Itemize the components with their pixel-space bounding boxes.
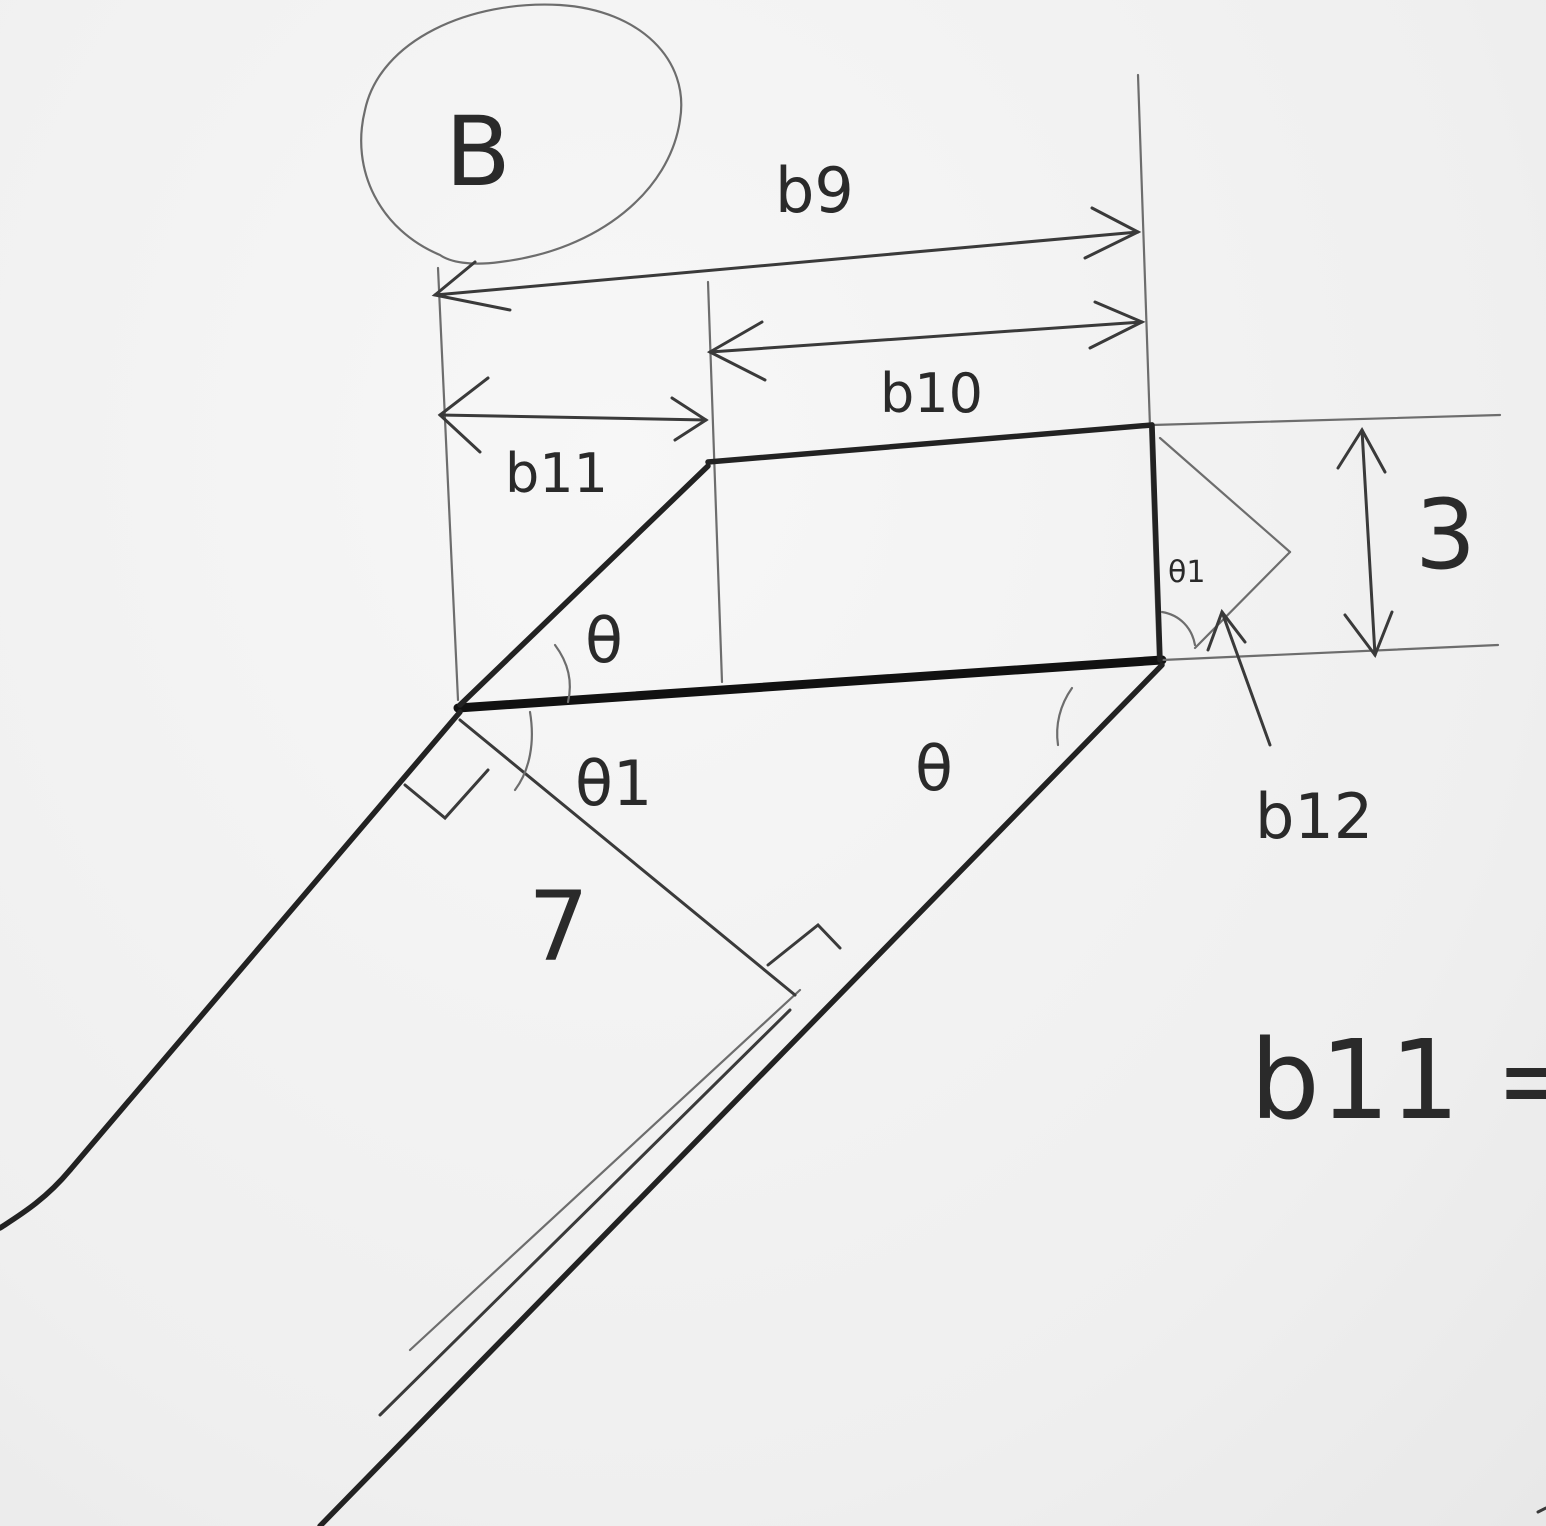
angle-label-theta-lower-right: θ [915,732,953,805]
dim-arrow-b10 [708,320,1144,354]
arrowhead-b10-left [706,320,767,382]
b12-return [1193,550,1292,650]
bottom-edge-extension [1160,643,1500,662]
angle-arc-right [1160,610,1197,647]
right-angle-bottom [766,922,842,967]
dim-label-b10: b10 [880,362,983,425]
arrowhead-height-top [1336,427,1387,474]
dim-arrow-height [1360,428,1377,657]
dim-label-b9: b9 [775,154,854,227]
left-leg-edge [67,709,463,1173]
b12-angle-label: θ1 [1168,555,1205,590]
chamfer-edge [457,463,711,708]
angle-arc-theta-upper [553,643,571,704]
dim-label-b11: b11 [505,442,608,505]
top-edge [705,422,1155,465]
angle-label-theta1-left: θ1 [575,747,652,820]
label-circle [360,3,683,265]
circled-label: B [445,96,511,208]
left-leg-edge-tail [0,1167,73,1231]
arrowhead-height-bottom [1343,610,1394,659]
dim-label-height: 3 [1415,479,1476,591]
arrowhead-b9-right [1083,206,1142,260]
b12-arrow-shaft [1220,610,1272,747]
right-edge [1149,422,1163,663]
guide-mid-vertical [706,280,724,684]
b12-diagonal [1158,436,1292,554]
arrowhead-b10-right [1088,300,1146,350]
dim-arrow-b9 [433,230,1140,297]
right-leg-sketch-2 [378,1008,792,1417]
arrowhead-b11-left [437,376,490,454]
arrowhead-b9-left [431,260,512,312]
perpendicular-line [458,718,797,997]
guide-left-vertical [436,266,460,702]
dim-arrow-b11 [438,413,708,422]
angle-label-theta-upper: θ [585,604,623,677]
perpendicular-label: 7 [528,871,589,983]
right-leg-edge [317,662,1165,1526]
b12-arrowhead [1206,608,1247,652]
bottom-edge [453,655,1167,713]
arrowhead-b11-right [670,396,709,442]
dim-label-b12: b12 [1255,780,1373,853]
top-edge-extension [1150,413,1502,427]
angle-arc-theta1-left [513,710,533,792]
equation-fragment: b11 = [1250,1016,1546,1144]
angle-arc-theta-right [1056,686,1074,747]
edge-mark [1536,1506,1546,1514]
right-leg-sketch-1 [408,988,802,1352]
right-angle-top [403,768,490,821]
